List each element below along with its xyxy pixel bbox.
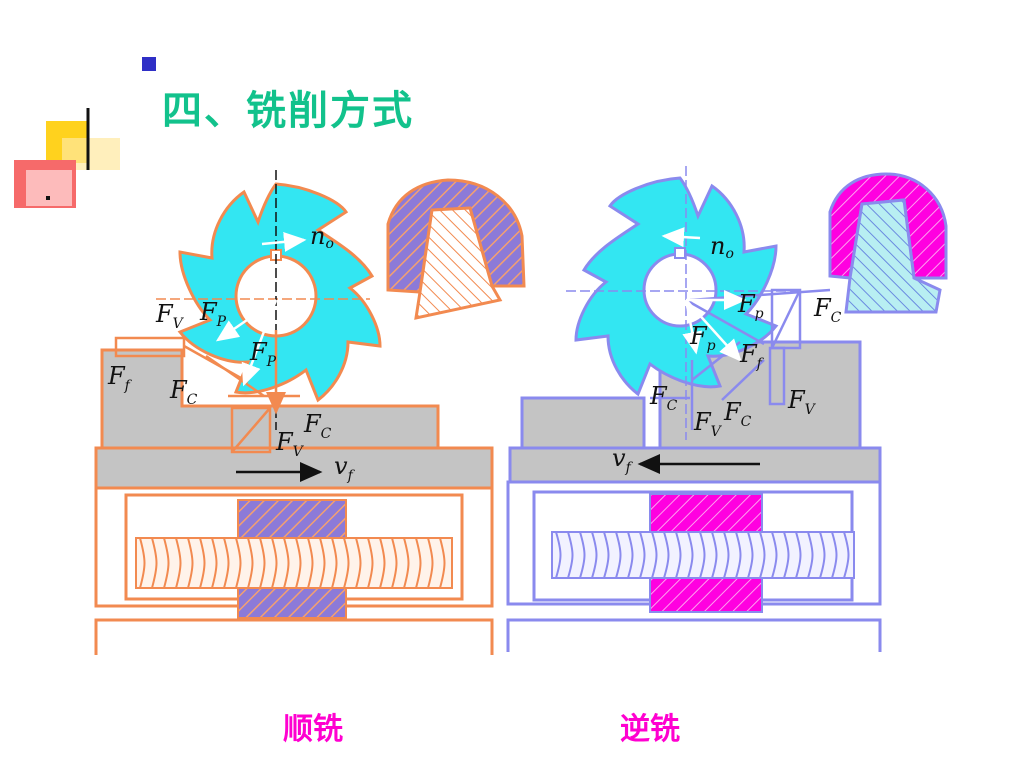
- label-right-no: no: [710, 232, 734, 262]
- caption-climb-milling: 顺铣: [283, 712, 343, 747]
- label-left-fv1: FV: [155, 300, 185, 332]
- label-left-fc1: FC: [169, 376, 198, 408]
- caption-up-milling: 逆铣: [620, 712, 680, 747]
- label-left-no: no: [310, 222, 334, 252]
- slide-title: 四、铣削方式: [162, 88, 414, 134]
- label-right-fp1: Fp: [737, 290, 764, 322]
- label-left-fp2: FP: [249, 338, 277, 370]
- label-right-fv2: FV: [787, 386, 817, 418]
- label-right-fc1: FC: [813, 294, 842, 326]
- label-right-fv1: FV: [693, 408, 723, 440]
- up-milling-diagram: no Fp FC Fp Ff FC FV FC FV vf: [506, 166, 948, 652]
- label-left-vf: vf: [334, 452, 356, 484]
- label-right-fp2: Fp: [689, 322, 716, 354]
- climb-milling-diagram: no FV FP FP Ff FC FC FV vf: [94, 170, 526, 655]
- label-left-ff: Ff: [107, 362, 133, 394]
- label-right-ff: Ff: [739, 340, 765, 372]
- label-left-fv2: FV: [275, 428, 305, 460]
- title-bullet-icon: [142, 57, 156, 71]
- label-left-fc2: FC: [303, 410, 332, 442]
- label-right-fc2: FC: [649, 382, 678, 414]
- corner-decoration: [14, 108, 120, 208]
- label-right-vf: vf: [612, 444, 634, 476]
- label-right-fc3: FC: [723, 398, 752, 430]
- label-left-fp1: FP: [199, 298, 227, 330]
